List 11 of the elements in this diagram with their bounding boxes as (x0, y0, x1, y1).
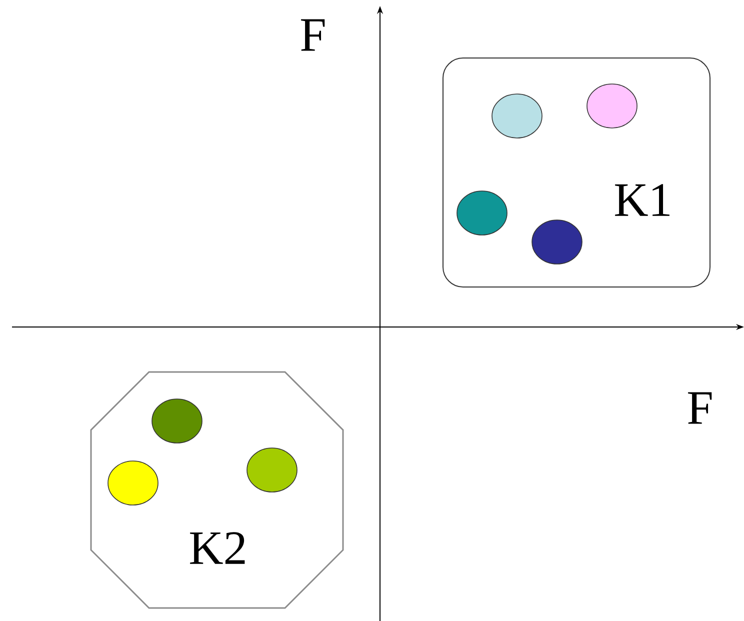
axis-label: F (301, 19, 325, 51)
circle (532, 220, 582, 264)
rounded-box: K1 (442, 58, 710, 288)
axis-label: F (688, 392, 712, 424)
circle (586, 84, 638, 128)
circle (456, 190, 508, 236)
circle (152, 398, 202, 444)
octagon-box: K2 (90, 371, 344, 609)
circle (492, 94, 542, 138)
circle (246, 448, 298, 492)
circle (108, 460, 158, 506)
